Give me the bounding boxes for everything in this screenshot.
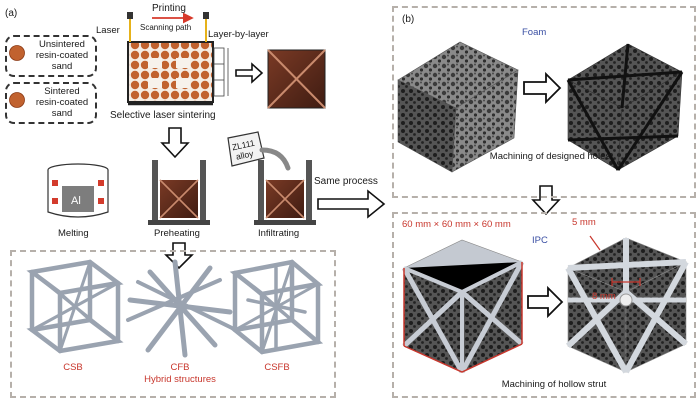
sls-printing-box-icon xyxy=(127,12,229,106)
unsintered-legend-line-3: sand xyxy=(51,61,73,72)
down-arrow-icon xyxy=(160,127,190,159)
cfb-lattice-icon xyxy=(126,259,234,358)
strut-dim-8mm: 8 mm xyxy=(592,291,616,302)
sintered-legend-line-3: sand xyxy=(51,108,73,119)
same-process-label: Same process xyxy=(314,176,378,187)
laser-label: Laser xyxy=(96,25,120,36)
printed-mold-cube-icon xyxy=(267,49,326,109)
unsintered-sand-icon xyxy=(9,45,25,61)
ipc-label: IPC xyxy=(532,235,548,246)
hollow-strut-cube-icon xyxy=(565,235,689,374)
right-arrow-icon xyxy=(523,71,562,105)
sintered-sand-legend xyxy=(5,82,97,124)
dimension-label: 60 mm × 60 mm × 60 mm xyxy=(402,219,511,230)
melting-metal-label: Al xyxy=(71,195,81,207)
hybrid-structures-frame xyxy=(10,250,336,398)
sintered-legend-line-2: resin-coated xyxy=(35,97,89,108)
melting-crucible-icon xyxy=(47,163,109,218)
layer-by-layer-label: Layer-by-layer xyxy=(208,29,269,40)
preheating-caption: Preheating xyxy=(154,228,200,239)
sintered-legend-line-1: Sintered xyxy=(44,86,80,97)
foam-label: Foam xyxy=(522,27,547,38)
down-arrow-icon xyxy=(164,242,194,270)
machined-foam-cube-icon xyxy=(566,43,684,171)
right-arrow-icon xyxy=(235,62,264,84)
ipc-cube-icon xyxy=(401,239,525,374)
sls-caption: Selective laser sintering xyxy=(110,110,216,121)
infiltrating-mold-icon xyxy=(227,131,316,225)
same-process-arrow-icon xyxy=(317,189,386,219)
unsintered-sand-legend xyxy=(5,35,97,77)
sintered-sand-icon xyxy=(9,92,25,108)
strut-caption: Machining of hollow strut xyxy=(501,379,607,390)
scanning-path-label: Scanning path xyxy=(140,23,192,32)
csfb-lattice-icon xyxy=(229,259,324,355)
csb-lattice-icon xyxy=(26,259,124,354)
melting-caption: Melting xyxy=(58,228,89,239)
cfb-label: CFB xyxy=(170,362,190,373)
printing-label: Printing xyxy=(152,3,186,14)
panel-b-tag: (b) xyxy=(402,14,415,25)
strut-dim-5mm: 5 mm xyxy=(572,217,596,228)
right-arrow-icon xyxy=(527,285,564,319)
csb-label: CSB xyxy=(63,362,83,373)
infiltrating-caption: Infiltrating xyxy=(258,228,300,239)
preheating-mold-icon xyxy=(148,160,210,225)
csfb-label: CSFB xyxy=(264,362,290,373)
unsintered-legend-line-2: resin-coated xyxy=(35,50,89,61)
holes-caption: Machining of designed holes xyxy=(489,151,611,162)
panel-a-tag: (a) xyxy=(5,8,18,19)
unsintered-legend-line-1: Unsintered xyxy=(39,39,85,50)
panel-b-top-frame xyxy=(392,6,696,198)
panel-b-bottom-frame xyxy=(392,212,696,398)
down-arrow-icon xyxy=(531,185,561,216)
hybrid-structures-caption: Hybrid structures xyxy=(144,374,216,385)
foam-cube-icon xyxy=(397,41,519,173)
